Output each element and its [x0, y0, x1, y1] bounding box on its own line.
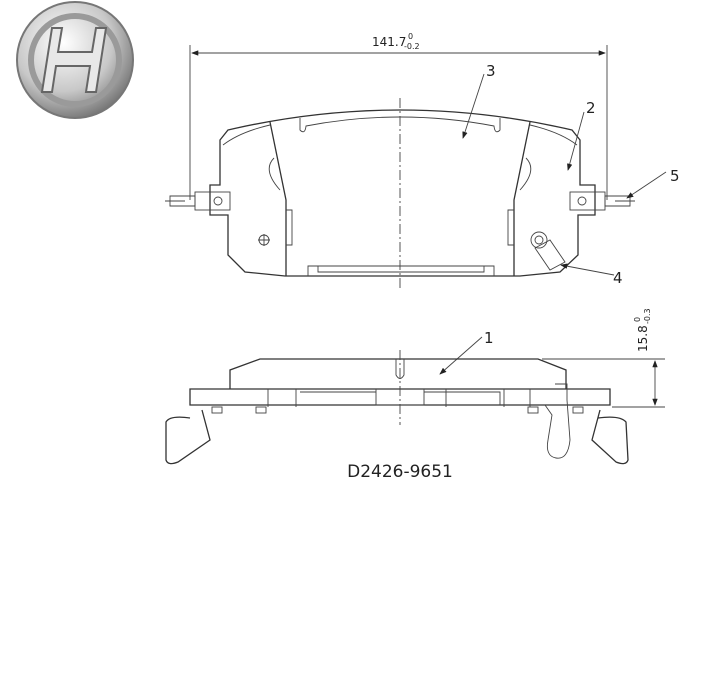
callout-2: 2: [586, 99, 596, 117]
brand-logo: [16, 1, 134, 119]
thickness-value: 15.8: [636, 325, 650, 352]
callout-4: 4: [613, 269, 623, 287]
callout-1: 1: [484, 329, 494, 347]
width-lower-tol: -0.2: [404, 42, 420, 51]
thickness-dimension: [542, 358, 665, 408]
callout-leaders: [439, 73, 667, 375]
width-dimension: [189, 45, 608, 200]
pad-top-view: [165, 98, 635, 290]
width-value: 141.7: [372, 35, 406, 49]
callout-5: 5: [670, 167, 680, 185]
callout-3: 3: [486, 62, 496, 80]
pad-side-view: [165, 350, 629, 465]
width-upper-tol: 0: [408, 32, 413, 41]
thickness-lower-tol: -0.3: [643, 308, 652, 324]
thickness-upper-tol: 0: [633, 317, 642, 322]
part-number: D2426-9651: [347, 462, 453, 482]
